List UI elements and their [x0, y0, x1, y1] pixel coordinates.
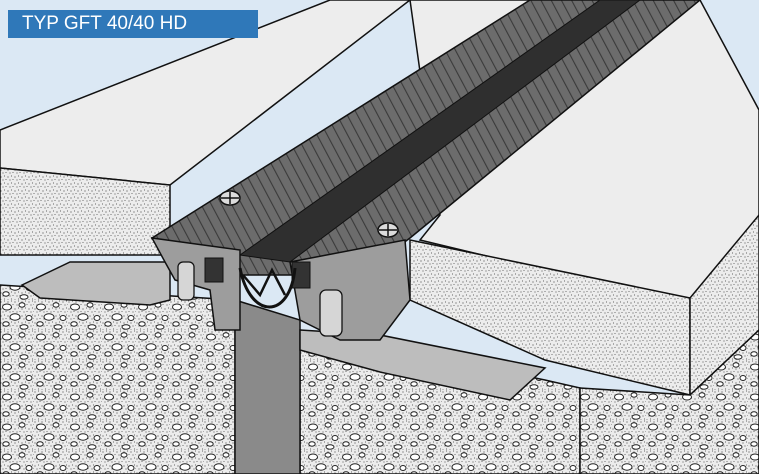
product-type-badge: TYP GFT 40/40 HD: [8, 10, 258, 38]
seal-fold: [242, 267, 287, 298]
left-slab-top: [0, 0, 412, 186]
left-seal-grip: [204, 257, 224, 283]
left-anchor-flange: [20, 261, 171, 306]
right-slab-side: [689, 213, 759, 397]
right-slab-front: [409, 239, 691, 396]
screw-icon: [219, 190, 241, 206]
right-seal-grip: [291, 261, 311, 289]
left-profile-slot: [177, 261, 195, 301]
left-slab-side: [0, 167, 171, 256]
joint-gap: [234, 298, 301, 474]
right-profile-slot: [319, 289, 343, 337]
right-concrete-side: [579, 328, 759, 474]
left-concrete: [0, 284, 236, 474]
screw-icon: [377, 222, 399, 238]
seal-channel: [238, 0, 641, 263]
elastomer-seal: [238, 267, 297, 309]
